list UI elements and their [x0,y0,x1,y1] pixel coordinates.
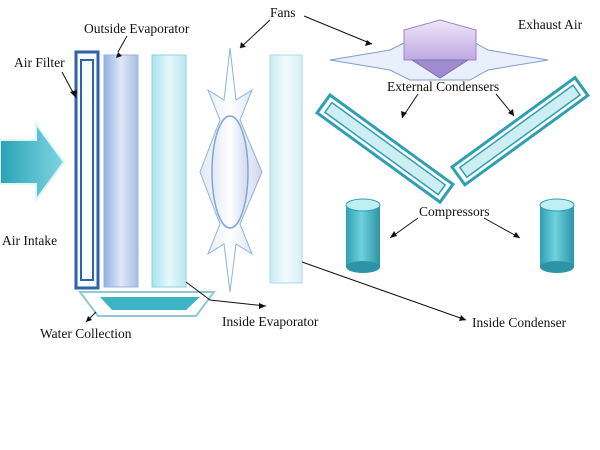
label-inside-evaporator: Inside Evaporator [222,314,319,329]
label-air-filter: Air Filter [14,55,65,70]
exhaust-air-unit [329,19,549,81]
label-fans: Fans [270,5,296,20]
label-exhaust-air: Exhaust Air [518,17,583,32]
label-water-collection: Water Collection [40,326,132,341]
fan [199,47,263,293]
external-condensers [314,75,590,205]
compressor-left [345,198,381,273]
label-outside-evaporator: Outside Evaporator [84,21,190,36]
label-air-intake: Air Intake [2,233,57,248]
air-filter [74,50,100,290]
outside-evaporator-panel [103,54,139,288]
evaporator-panel-second [151,54,187,288]
compressor-right [539,198,575,273]
leader-arrowheads [70,40,520,322]
inside-condenser-panel [269,54,303,284]
air-intake-arrow [0,120,66,204]
label-inside-condenser: Inside Condenser [472,315,567,330]
label-compressors: Compressors [419,204,490,219]
water-collection-tray [78,291,216,317]
label-external-condensers: External Condensers [387,79,499,94]
